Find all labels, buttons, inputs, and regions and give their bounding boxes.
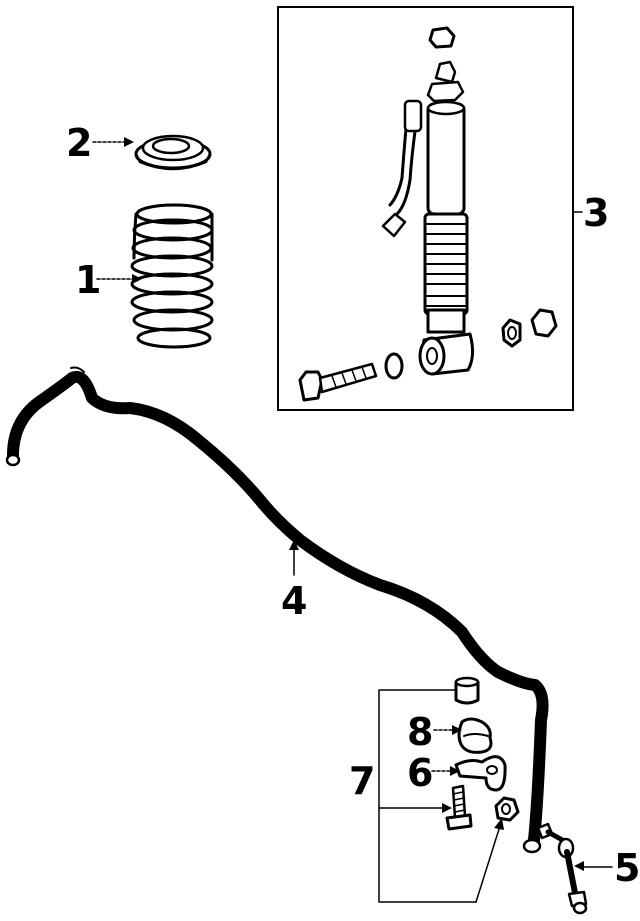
leader-2 [92,137,134,147]
bar-bushings [454,676,493,754]
callout-5: 5 [614,846,640,890]
spring-insulator [134,134,212,171]
stabilizer-bar [5,366,549,854]
bracket-7 [378,689,504,903]
leader-8 [433,725,462,735]
coil-spring [130,203,214,349]
bar-bracket [454,755,507,792]
shock-absorber-frame [277,6,574,411]
callout-4: 4 [281,579,307,623]
bracket-bolt [445,784,473,831]
callout-7: 7 [349,759,375,803]
callout-8: 8 [407,710,433,754]
callout-1: 1 [75,258,101,302]
bracket-nut [494,796,520,822]
leader-4 [289,540,299,576]
leader-5 [574,861,613,871]
shock-absorber [298,26,558,402]
callout-2: 2 [66,121,92,165]
callout-6: 6 [407,751,433,795]
leader-1 [96,274,142,284]
stabilizer-link [536,822,588,915]
leader-6 [431,766,460,776]
callout-3: 3 [583,191,609,235]
